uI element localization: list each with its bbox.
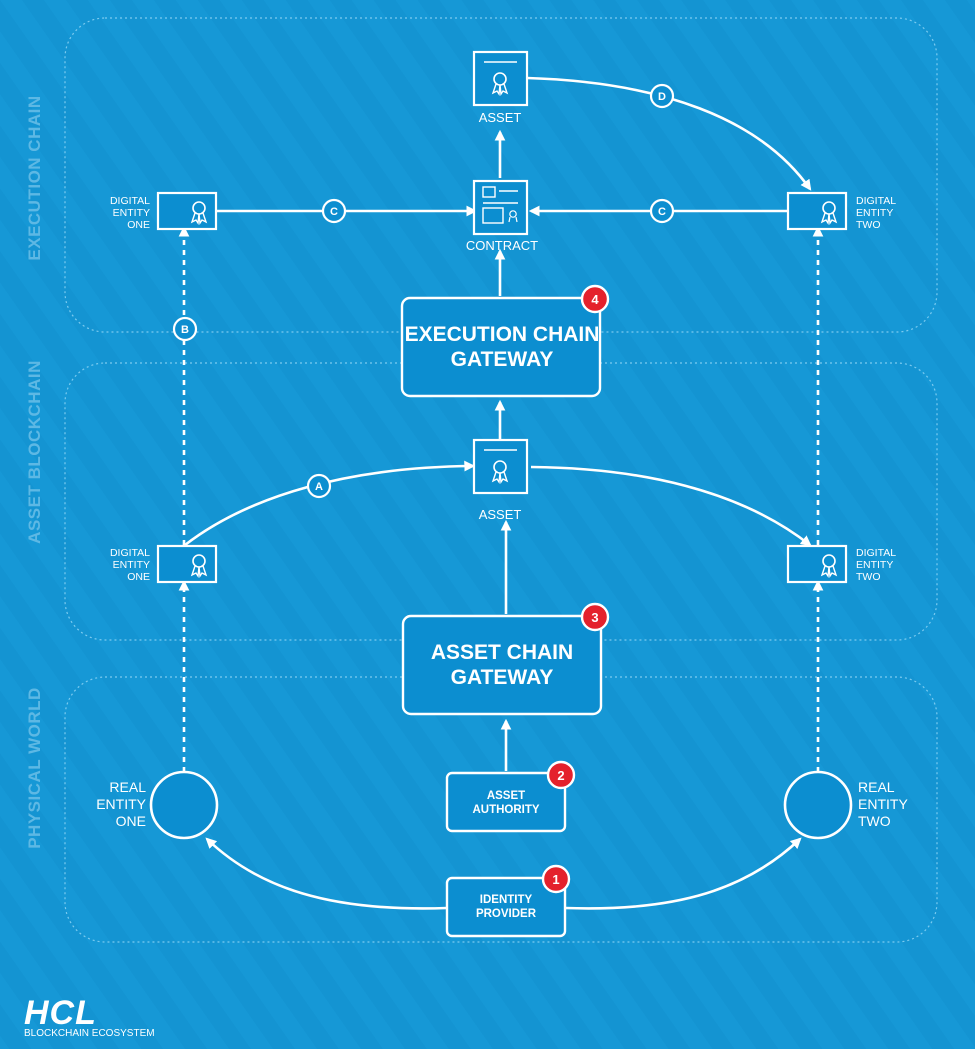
asset-digital-one-line3: ONE <box>127 571 150 583</box>
badge-4-text: 4 <box>591 292 599 307</box>
asset-digital-entity-two-node <box>786 544 848 584</box>
asset-authority-box <box>445 771 567 833</box>
exec-digital-entity-two-node <box>786 191 848 231</box>
flow-marker-d: D <box>649 83 675 109</box>
asset-digital-two-line3: TWO <box>856 571 881 583</box>
badge-1-text: 1 <box>552 872 559 887</box>
exec-digital-one-line2: ENTITY <box>113 207 150 219</box>
real-two-line3: TWO <box>858 813 891 829</box>
contract-label: CONTRACT <box>466 238 538 253</box>
flow-marker-c-right: C <box>649 198 675 224</box>
asset-chain-gateway <box>401 614 603 716</box>
logo-tagline: BLOCKCHAIN ECOSYSTEM <box>24 1028 155 1039</box>
flow-marker-c-left-text: C <box>330 206 338 218</box>
execution-chain-gateway <box>400 296 602 398</box>
authority-line2: AUTHORITY <box>472 804 539 816</box>
asset-chain-asset-label: ASSET <box>479 507 522 522</box>
real-two-line2: ENTITY <box>858 796 908 812</box>
flow-marker-b-text: B <box>181 324 189 336</box>
asset-gateway-line1: ASSET CHAIN <box>431 641 573 664</box>
asset-digital-two-line1: DIGITAL <box>856 547 896 559</box>
real-one-line2: ENTITY <box>96 796 146 812</box>
identity-provider-box <box>445 876 567 938</box>
real-entity-one-circle <box>149 770 219 840</box>
identity-line1: IDENTITY <box>480 894 533 906</box>
layer-label-execution: EXECUTION CHAIN <box>25 95 44 260</box>
asset-digital-one-line1: DIGITAL <box>110 547 150 559</box>
real-two-line1: REAL <box>858 779 895 795</box>
seal-icon <box>509 210 517 218</box>
layer-label-asset: ASSET BLOCKCHAIN <box>25 360 44 544</box>
badge-4: 4 <box>580 284 610 314</box>
identity-line2: PROVIDER <box>476 908 537 920</box>
asset-to-entity-two-lower-arrow <box>530 465 812 547</box>
exec-gateway-line2: GATEWAY <box>451 348 554 371</box>
asset-to-entity-two-arrow <box>526 76 812 191</box>
real-entity-two-circle <box>783 770 853 840</box>
hcl-logo: HCL BLOCKCHAIN ECOSYSTEM <box>24 994 155 1039</box>
exec-asset-label: ASSET <box>479 110 522 125</box>
execution-chain-frame <box>64 17 938 333</box>
connectors <box>184 76 812 910</box>
flow-marker-a: A <box>306 473 332 499</box>
asset-gateway-line2: GATEWAY <box>451 666 554 689</box>
real-one-line1: REAL <box>109 779 146 795</box>
flow-marker-d-text: D <box>658 91 666 103</box>
exec-digital-two-line2: ENTITY <box>856 207 893 219</box>
authority-line1: ASSET <box>487 790 525 802</box>
logo-brand: HCL <box>24 994 97 1032</box>
exec-digital-one-line3: ONE <box>127 219 150 231</box>
dashed-connectors <box>178 225 824 772</box>
flow-marker-a-text: A <box>315 481 323 493</box>
asset-digital-two-line2: ENTITY <box>856 559 893 571</box>
badge-2-text: 2 <box>557 768 564 783</box>
contract-box-icon <box>482 186 496 198</box>
exec-gateway-line1: EXECUTION CHAIN <box>405 323 600 346</box>
asset-digital-one-line2: ENTITY <box>113 559 150 571</box>
badge-3: 3 <box>580 602 610 632</box>
flow-marker-c-right-text: C <box>658 206 666 218</box>
exec-digital-two-line1: DIGITAL <box>856 195 896 207</box>
asset-chain-asset-node <box>472 438 529 495</box>
badge-2: 2 <box>546 760 576 790</box>
exec-digital-entity-one-node <box>156 191 218 231</box>
flow-marker-c-left: C <box>321 198 347 224</box>
real-one-line3: ONE <box>116 813 146 829</box>
flow-marker-b: B <box>172 316 198 342</box>
badge-1: 1 <box>541 864 571 894</box>
layer-label-physical: PHYSICAL WORLD <box>25 687 44 849</box>
identity-to-real-one-arrow <box>205 837 448 910</box>
exec-digital-one-line1: DIGITAL <box>110 195 150 207</box>
exec-asset-node <box>472 50 529 107</box>
exec-digital-two-line3: TWO <box>856 219 881 231</box>
badge-3-text: 3 <box>591 610 598 625</box>
identity-to-real-two-arrow <box>564 837 802 910</box>
contract-node <box>472 179 529 236</box>
asset-digital-entity-one-node <box>156 544 218 584</box>
